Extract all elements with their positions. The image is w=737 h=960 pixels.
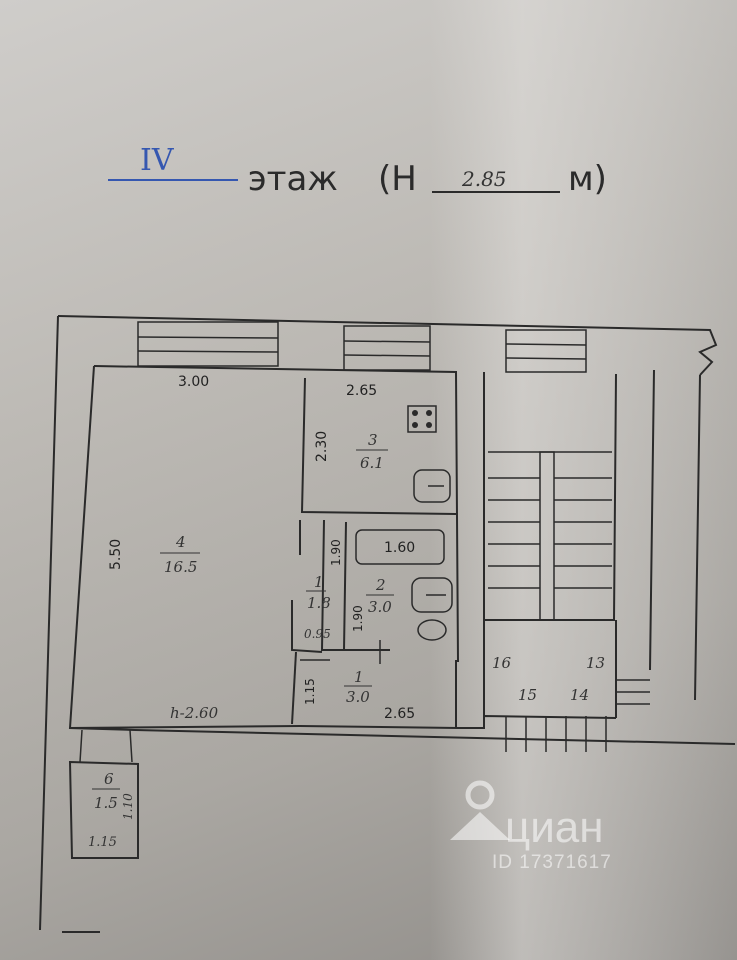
stair-label-13: 13 bbox=[586, 654, 605, 672]
dim-hall-height: 1.90 bbox=[329, 539, 343, 566]
bottom-corridor-wall bbox=[134, 729, 736, 745]
floor-number: IV bbox=[140, 143, 175, 178]
bathroom-walls bbox=[291, 519, 457, 728]
dim-hall-width: 0.95 bbox=[304, 627, 331, 641]
windows bbox=[137, 321, 587, 373]
room1a-number: 1 bbox=[314, 573, 324, 591]
stair-steps-right bbox=[554, 477, 612, 589]
room4-area: 16.5 bbox=[164, 558, 197, 576]
height-unit: м) bbox=[568, 159, 607, 199]
top-outer-wall bbox=[57, 315, 718, 376]
stair-steps-left bbox=[488, 477, 540, 589]
cian-brand-text: циан bbox=[505, 803, 604, 852]
kitchen-wall bbox=[300, 377, 457, 515]
window-room3 bbox=[343, 325, 431, 371]
dim-room6-height: 1.10 bbox=[121, 793, 135, 820]
cian-pin-icon bbox=[450, 780, 510, 840]
room3-number: 3 bbox=[368, 431, 378, 449]
bathroom-left-wall bbox=[343, 521, 347, 651]
window-room4 bbox=[137, 321, 279, 367]
stair-label-15: 15 bbox=[518, 686, 537, 704]
room6-outline bbox=[68, 760, 139, 859]
landing-walls bbox=[483, 620, 617, 718]
height-value: 2.85 bbox=[461, 167, 507, 191]
dimension-labels: 3.00 5.50 h-2.60 2.65 2.30 1.60 1.90 1.9… bbox=[88, 374, 415, 850]
stair-label-16: 16 bbox=[492, 654, 512, 672]
floor-word: этаж bbox=[248, 159, 338, 199]
height-prefix: (Н bbox=[378, 159, 417, 199]
stair-label-14: 14 bbox=[570, 686, 589, 704]
dim-room3-height: 2.30 bbox=[314, 431, 330, 462]
dim-room3-width: 2.65 bbox=[346, 383, 377, 399]
corridor-left-wall bbox=[291, 651, 297, 725]
dim-room4-bottom: h-2.60 bbox=[170, 704, 219, 722]
dim-bath-width: 1.60 bbox=[384, 540, 415, 556]
dim-corridor-height: 1.15 bbox=[303, 678, 317, 705]
room6-number: 6 bbox=[104, 770, 114, 788]
room4-number: 4 bbox=[175, 533, 186, 551]
apartment-bottom-wall bbox=[69, 714, 617, 729]
floor-header: IV этаж (Н 2.85 м) bbox=[108, 143, 607, 199]
cian-id-text: ID 17371617 bbox=[492, 852, 612, 873]
stair-walls bbox=[483, 372, 617, 621]
room-6-walls bbox=[68, 729, 139, 859]
stairwell bbox=[483, 369, 701, 752]
room-3-walls bbox=[299, 377, 457, 555]
room2-number: 2 bbox=[375, 576, 386, 594]
room3-area: 6.1 bbox=[360, 454, 384, 472]
stove-icon bbox=[407, 405, 437, 433]
room4-left-wall bbox=[68, 365, 136, 731]
dim-bath-height: 1.90 bbox=[351, 605, 365, 632]
room-labels: 4 16.5 3 6.1 2 3.0 1 1.8 1 3.0 6 1.5 bbox=[92, 431, 394, 812]
outer-walls bbox=[39, 315, 736, 933]
stair-labels: 16 13 15 14 bbox=[492, 654, 605, 704]
kitchen-sink-icon bbox=[413, 469, 451, 503]
room2-area: 3.0 bbox=[368, 598, 392, 616]
room1b-area: 3.0 bbox=[346, 688, 370, 706]
bathroom-sink-icon bbox=[411, 577, 453, 613]
toilet-icon bbox=[417, 619, 447, 641]
room6-door-lines bbox=[79, 729, 133, 763]
right-side-walls bbox=[649, 369, 701, 701]
room1b-number: 1 bbox=[354, 668, 364, 686]
cian-watermark: циан ID 17371617 bbox=[450, 780, 612, 873]
dim-room4-width: 3.00 bbox=[178, 374, 209, 390]
bathtub-icon bbox=[355, 529, 445, 565]
dim-corridor-width: 2.65 bbox=[384, 706, 415, 722]
landing-steps bbox=[505, 679, 650, 752]
dim-room4-height: 5.50 bbox=[108, 539, 124, 570]
stair-divider bbox=[539, 451, 555, 621]
window-stair bbox=[505, 329, 587, 373]
hall-right-wall bbox=[320, 519, 390, 651]
room1a-area: 1.8 bbox=[307, 594, 331, 612]
apartment-top-right-wall bbox=[93, 365, 459, 663]
room6-area: 1.5 bbox=[94, 794, 118, 812]
hall-left-wall bbox=[291, 600, 323, 653]
left-outer-wall bbox=[39, 315, 100, 933]
dim-room6-width: 1.15 bbox=[88, 835, 117, 850]
